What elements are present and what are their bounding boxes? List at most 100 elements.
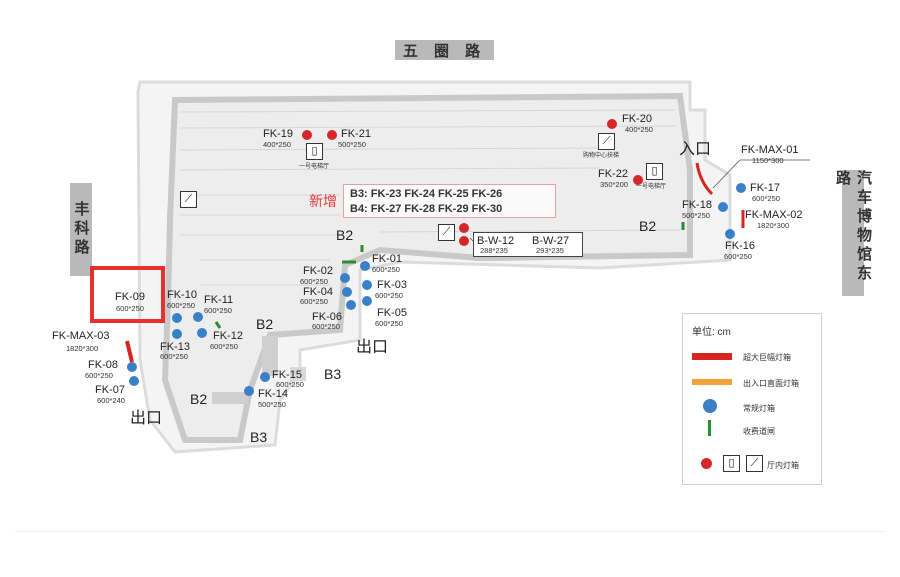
legend-swatch-regular — [703, 399, 717, 413]
legend-unit: 单位: cm — [692, 327, 731, 338]
sign-size-fk-18: 500*250 — [682, 211, 710, 220]
sign-dot-fk-02[interactable] — [340, 273, 350, 283]
sign-size-fk-11: 600*250 — [204, 306, 232, 315]
sign-label-fk-max-02: FK-MAX-02 — [745, 209, 803, 221]
b2-marker-center: B2 — [256, 316, 274, 332]
elevator-icon: ▯ — [306, 143, 323, 160]
sign-label-fk-12: FK-12 — [213, 330, 243, 342]
legend-label-regular: 常规灯箱 — [743, 404, 775, 413]
garage-area — [161, 92, 693, 443]
b3-marker-right: B3 — [324, 366, 342, 382]
sign-dot-fk-14[interactable] — [244, 386, 254, 396]
new-group-label: 新增 — [309, 193, 337, 209]
sign-label-fk-22: FK-22 — [598, 168, 628, 180]
entrance-label: 入口 — [679, 141, 712, 158]
sign-label-fk-11: FK-11 — [204, 294, 234, 306]
sign-dot-fk-05[interactable] — [362, 296, 372, 306]
parking-stalls — [179, 109, 681, 286]
sign-dot-fk-06[interactable] — [346, 300, 356, 310]
exit-label-center: 出口 — [356, 339, 389, 356]
road-top: 五 圈 路 — [395, 40, 494, 60]
bw-label-12: B-W-12 — [477, 235, 515, 247]
sign-label-fk-18: FK-18 — [682, 199, 712, 211]
legend-label-lobby: 厅内灯箱 — [767, 461, 799, 470]
sign-dot-fk-04[interactable] — [342, 287, 352, 297]
sign-label-fk-07: FK-07 — [95, 384, 125, 396]
sign-dot-fk-20[interactable] — [607, 119, 617, 129]
escalator-icon: ⟋ — [598, 133, 615, 150]
sign-label-fk-10: FK-10 — [167, 289, 197, 301]
escalator-icon: ⟋ — [746, 455, 763, 472]
sign-dot-fk-13[interactable] — [172, 329, 182, 339]
sign-label-fk-02: FK-02 — [303, 265, 333, 277]
ramp-b3 — [290, 367, 306, 381]
sign-size-fk-04: 600*250 — [300, 297, 328, 306]
sign-label-fk-04: FK-04 — [303, 286, 333, 298]
legend-label-toll: 收费道闸 — [743, 427, 775, 436]
sign-size-fk-09: 600*250 — [116, 304, 144, 313]
sign-dot-fk-11[interactable] — [193, 312, 203, 322]
escalator-icon: ⟋ — [438, 224, 455, 241]
sign-size-fk-07: 600*240 — [97, 396, 125, 405]
sign-label-fk-17: FK-17 — [750, 182, 780, 194]
sign-size-fk-20: 400*250 — [625, 125, 653, 134]
sign-size-fk-10: 600*250 — [167, 301, 195, 310]
new-group-box: B3: FK-23 FK-24 FK-25 FK-26 B4: FK-27 FK… — [343, 184, 556, 218]
sign-dot-fk-18[interactable] — [718, 202, 728, 212]
sign-size-fk-17: 600*250 — [752, 194, 780, 203]
sign-size-fk-01: 600*250 — [372, 265, 400, 274]
sign-dot-fk-08[interactable] — [127, 362, 137, 372]
sign-size-fk-16: 600*250 — [724, 252, 752, 261]
bw-size-27: 293*235 — [536, 246, 564, 255]
legend-swatch-entrance — [692, 379, 732, 385]
sign-size-fk-max-01: 1150*300 — [752, 156, 784, 165]
sign-label-fk-16: FK-16 — [725, 240, 755, 252]
sign-label-fk-06: FK-06 — [312, 311, 342, 323]
sign-label-fk-01: FK-01 — [372, 253, 402, 265]
sign-dot-fk-22[interactable] — [633, 175, 643, 185]
sign-dot-fk-16[interactable] — [725, 229, 735, 239]
sign-label-fk-15: FK-15 — [272, 369, 302, 381]
sign-label-fk-21: FK-21 — [341, 128, 371, 140]
sign-size-fk-max-03: 1820*300 — [66, 344, 99, 353]
legend-swatch-toll — [708, 420, 711, 436]
bw-size-12: 288*235 — [480, 246, 508, 255]
sign-dot-fk-15[interactable] — [260, 372, 270, 382]
b2-marker-right: B2 — [639, 218, 657, 234]
sign-dot-bw-12[interactable] — [459, 223, 469, 233]
sign-dot-fk-07[interactable] — [129, 376, 139, 386]
sign-dot-fk-17[interactable] — [736, 183, 746, 193]
bw-label-27: B-W-27 — [532, 235, 570, 247]
ramp-b2-center — [262, 336, 278, 376]
sign-label-fk-13: FK-13 — [160, 341, 190, 353]
sign-dot-bw-27[interactable] — [459, 236, 469, 246]
sign-size-fk-15: 600*250 — [276, 380, 304, 389]
b2-marker-bottom: B2 — [190, 391, 208, 407]
sign-size-fk-03: 600*250 — [375, 291, 403, 300]
sign-dot-fk-19[interactable] — [302, 130, 312, 140]
max-bar-03 — [125, 340, 134, 363]
sign-label-fk-09: FK-09 — [115, 291, 145, 303]
sign-label-fk-03: FK-03 — [377, 279, 407, 291]
road-right: 汽车博物馆东路 — [834, 170, 872, 296]
legend-swatch-max — [692, 353, 732, 360]
sign-size-fk-max-02: 1820*300 — [757, 221, 790, 230]
exit-label-left: 出口 — [130, 410, 163, 427]
elevator-icon: ▯ — [723, 455, 740, 472]
sign-dot-fk-12[interactable] — [197, 328, 207, 338]
sign-size-fk-13: 600*250 — [160, 352, 188, 361]
bw-box: B-W-12 288*235 B-W-27 293*235 — [473, 232, 583, 257]
sign-size-fk-22: 350*200 — [600, 180, 628, 189]
sign-size-fk-02: 600*250 — [300, 277, 328, 286]
sign-dot-fk-21[interactable] — [327, 130, 337, 140]
sign-dot-fk-03[interactable] — [362, 280, 372, 290]
sign-dot-fk-10[interactable] — [172, 313, 182, 323]
new-group-row-b4: B4: FK-27 FK-28 FK-29 FK-30 — [350, 203, 503, 215]
sign-label-fk-05: FK-05 — [377, 307, 407, 319]
road-left: 丰科路 — [70, 183, 92, 276]
legend: 单位: cm 超大巨幅灯箱 出入口直面灯箱 常规灯箱 收费道闸 ▯ ⟋ 厅内灯箱 — [682, 313, 822, 485]
sign-label-fk-19: FK-19 — [263, 128, 293, 140]
sign-dot-fk-01[interactable] — [360, 261, 370, 271]
highlight-box-fk-09[interactable] — [90, 266, 165, 323]
